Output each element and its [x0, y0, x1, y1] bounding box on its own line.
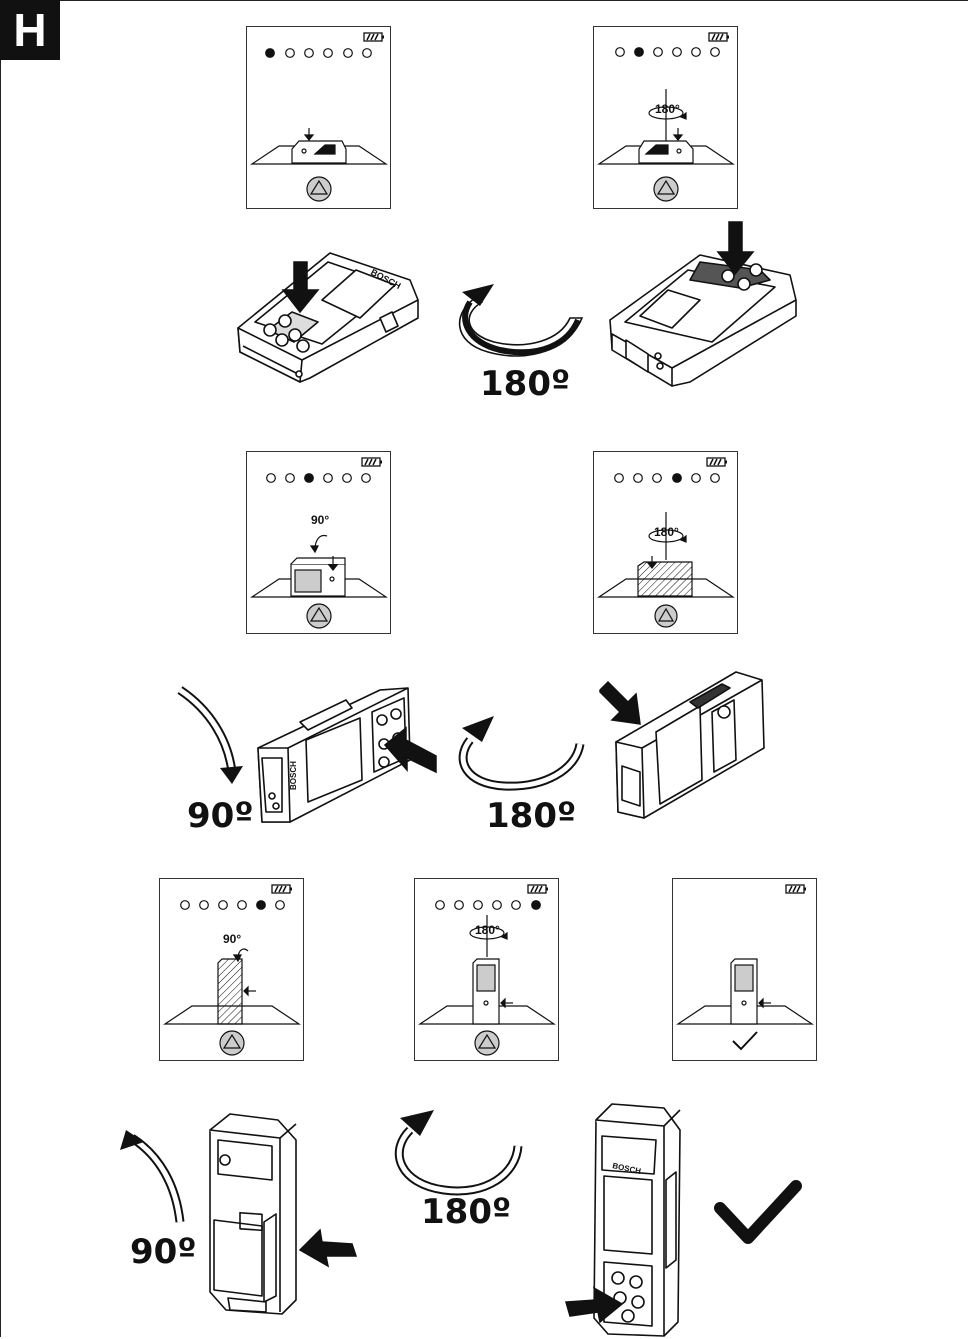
- surface-plane: [250, 145, 388, 165]
- progress-dots: [180, 900, 285, 910]
- device-flat-rotated: [638, 128, 694, 164]
- step-panel-5: 90°: [159, 878, 304, 1061]
- device-upright-back-hatched: [217, 958, 256, 1025]
- rotation-label-p5: 90°: [223, 932, 241, 946]
- battery-icon: [785, 884, 806, 894]
- battery-icon: [271, 884, 292, 894]
- step-panel-5-drawing: 90°: [163, 884, 301, 1056]
- battery-icon: [706, 457, 727, 467]
- battery-icon: [527, 884, 548, 894]
- triangle-button: [306, 176, 332, 202]
- step-panel-1: [246, 26, 391, 209]
- progress-dots: [265, 48, 372, 58]
- step-panel-3-drawing: 90°: [250, 457, 388, 629]
- rotation-axis-icon: [648, 512, 687, 560]
- progress-dots: [266, 473, 371, 483]
- triangle-button: [306, 603, 332, 629]
- tilt-arrow-icon: [309, 534, 328, 554]
- device-back-hatched: [637, 556, 693, 597]
- surface-plane: [597, 145, 735, 165]
- rotation-label-row1: 180º: [480, 364, 571, 404]
- tilt-arrow-icon: [232, 948, 249, 963]
- step-panel-6-drawing: 180°: [418, 884, 556, 1056]
- section-badge: H: [0, 0, 60, 60]
- rotation-axis-icon: [648, 89, 687, 147]
- rotation-axis-icon: [469, 915, 508, 957]
- surface-plane: [418, 1005, 556, 1025]
- step-panel-4-drawing: 180°: [597, 457, 735, 628]
- rotation-label-row3-left: 90º: [130, 1232, 197, 1272]
- step-panel-2-drawing: 180°: [597, 32, 735, 202]
- progress-dots: [614, 473, 720, 483]
- step-panel-7: [672, 878, 817, 1061]
- step-panel-6: 180°: [414, 878, 559, 1061]
- checkmark-icon: [732, 1031, 758, 1051]
- rotation-label-row2-left: 90º: [187, 796, 254, 836]
- step-panel-3: 90°: [246, 451, 391, 634]
- rotation-label-row2-right: 180º: [486, 796, 577, 836]
- step-panel-2: 180°: [593, 26, 738, 209]
- battery-icon: [361, 457, 382, 467]
- step-panel-7-drawing: [676, 884, 814, 1051]
- surface-plane: [250, 578, 388, 598]
- device-front-upright: [290, 556, 346, 597]
- device-flat-front: [291, 128, 347, 164]
- step-panel-4: 180°: [593, 451, 738, 634]
- rotation-label-p3: 90°: [311, 513, 329, 527]
- surface-plane: [597, 578, 735, 598]
- battery-icon: [363, 32, 384, 42]
- progress-dots: [615, 47, 720, 57]
- step-panel-1-drawing: [250, 32, 388, 202]
- progress-dots: [435, 900, 541, 910]
- device-upright-front: [472, 958, 513, 1025]
- triangle-button: [219, 1030, 245, 1056]
- surface-plane: [676, 1005, 814, 1025]
- rotation-label-p2: 180°: [655, 102, 680, 116]
- surface-plane: [163, 1005, 301, 1025]
- triangle-button: [474, 1030, 500, 1056]
- battery-icon: [708, 32, 729, 42]
- rotation-label-p6: 180°: [475, 923, 500, 937]
- triangle-button: [654, 604, 678, 628]
- triangle-button: [653, 176, 679, 202]
- rotation-label-row3-mid: 180º: [421, 1192, 512, 1232]
- device-upright-front: [730, 958, 771, 1025]
- rotation-label-p4: 180°: [654, 525, 679, 539]
